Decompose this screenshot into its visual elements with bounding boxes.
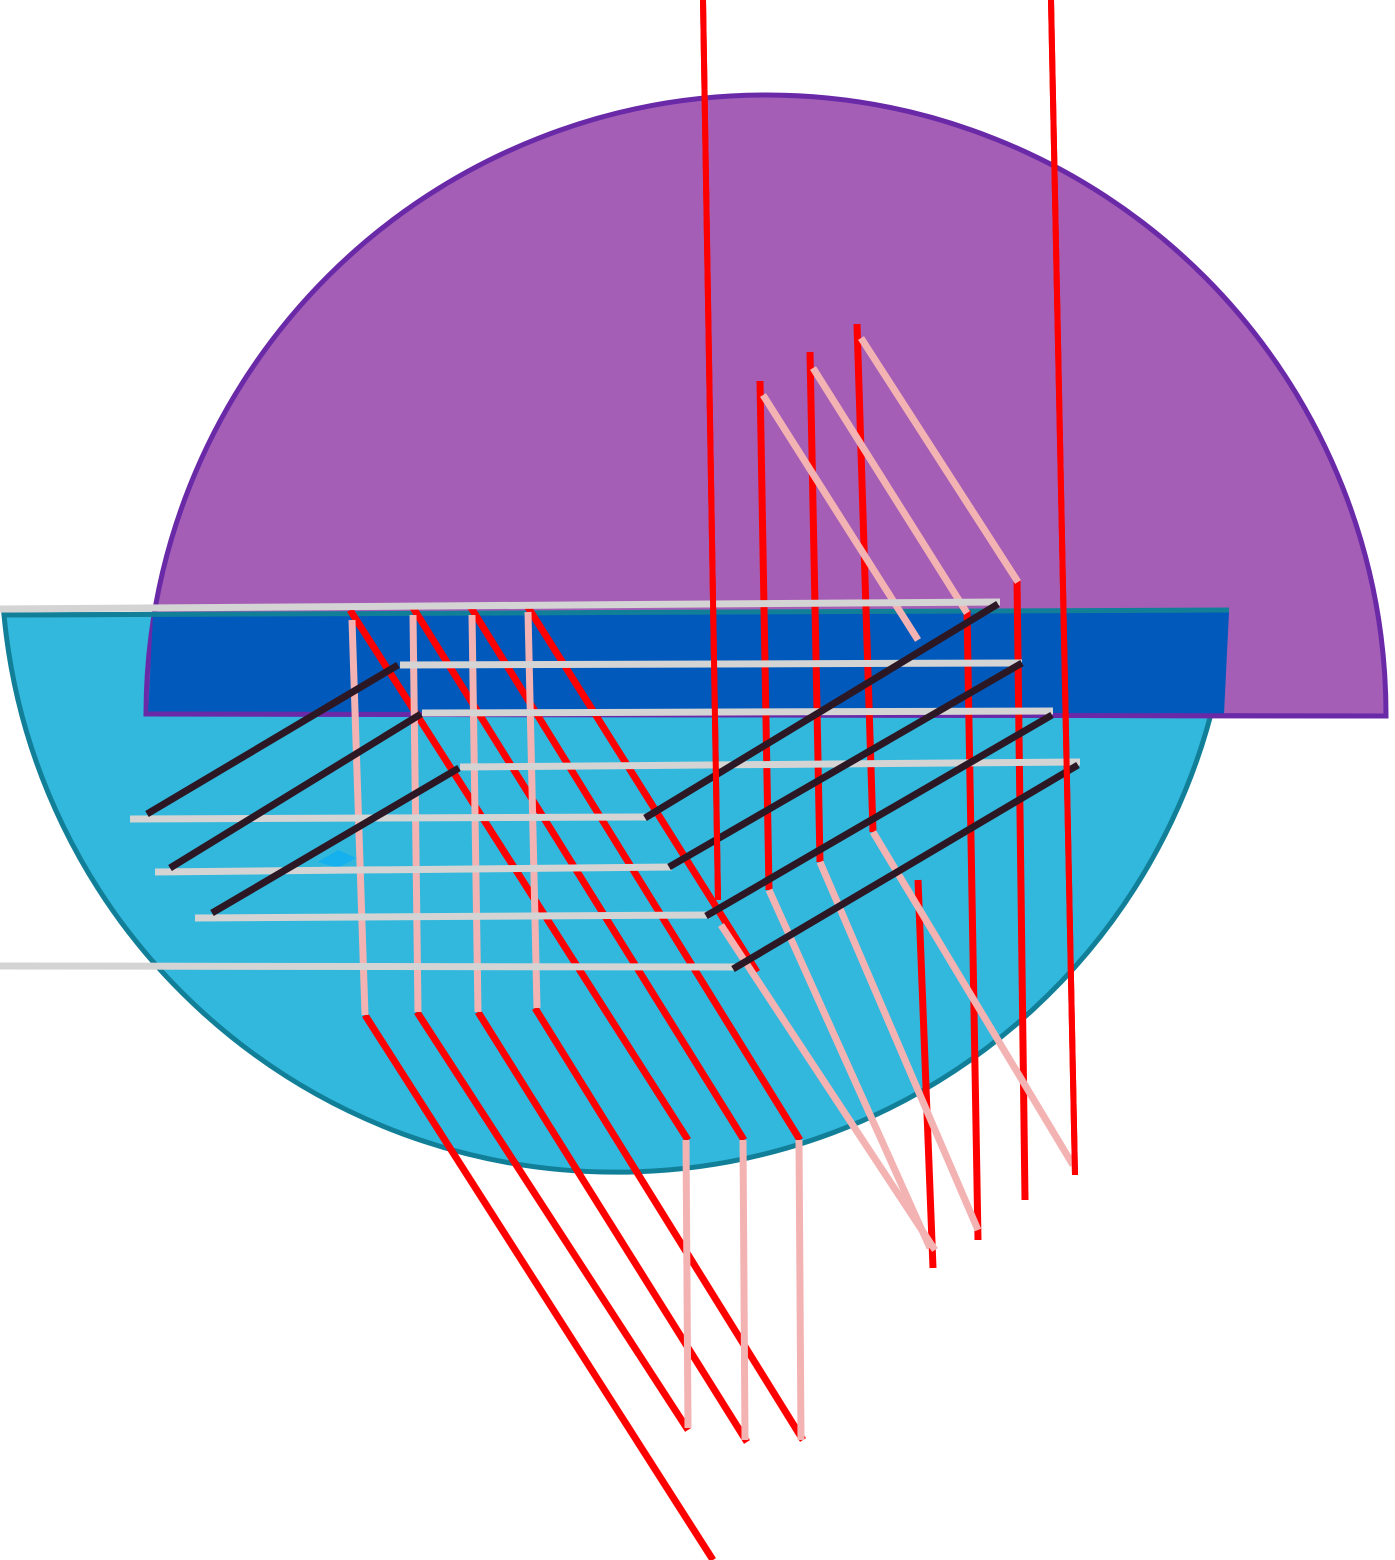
bright-cyan-fleck [318, 850, 356, 868]
right-lattice [756, 323, 1077, 1269]
rail-bottom [0, 962, 738, 971]
tall-vertical-red-lines-overlay [700, 0, 1078, 1176]
gray-horizontal-rails [0, 598, 1081, 971]
dark-diagonal-struts [145, 601, 1080, 973]
rail-top [0, 598, 1001, 613]
left-pink-verticals [348, 611, 938, 1441]
band-top-edge [3, 607, 1230, 618]
right-pink-diagonals [760, 336, 1077, 1250]
